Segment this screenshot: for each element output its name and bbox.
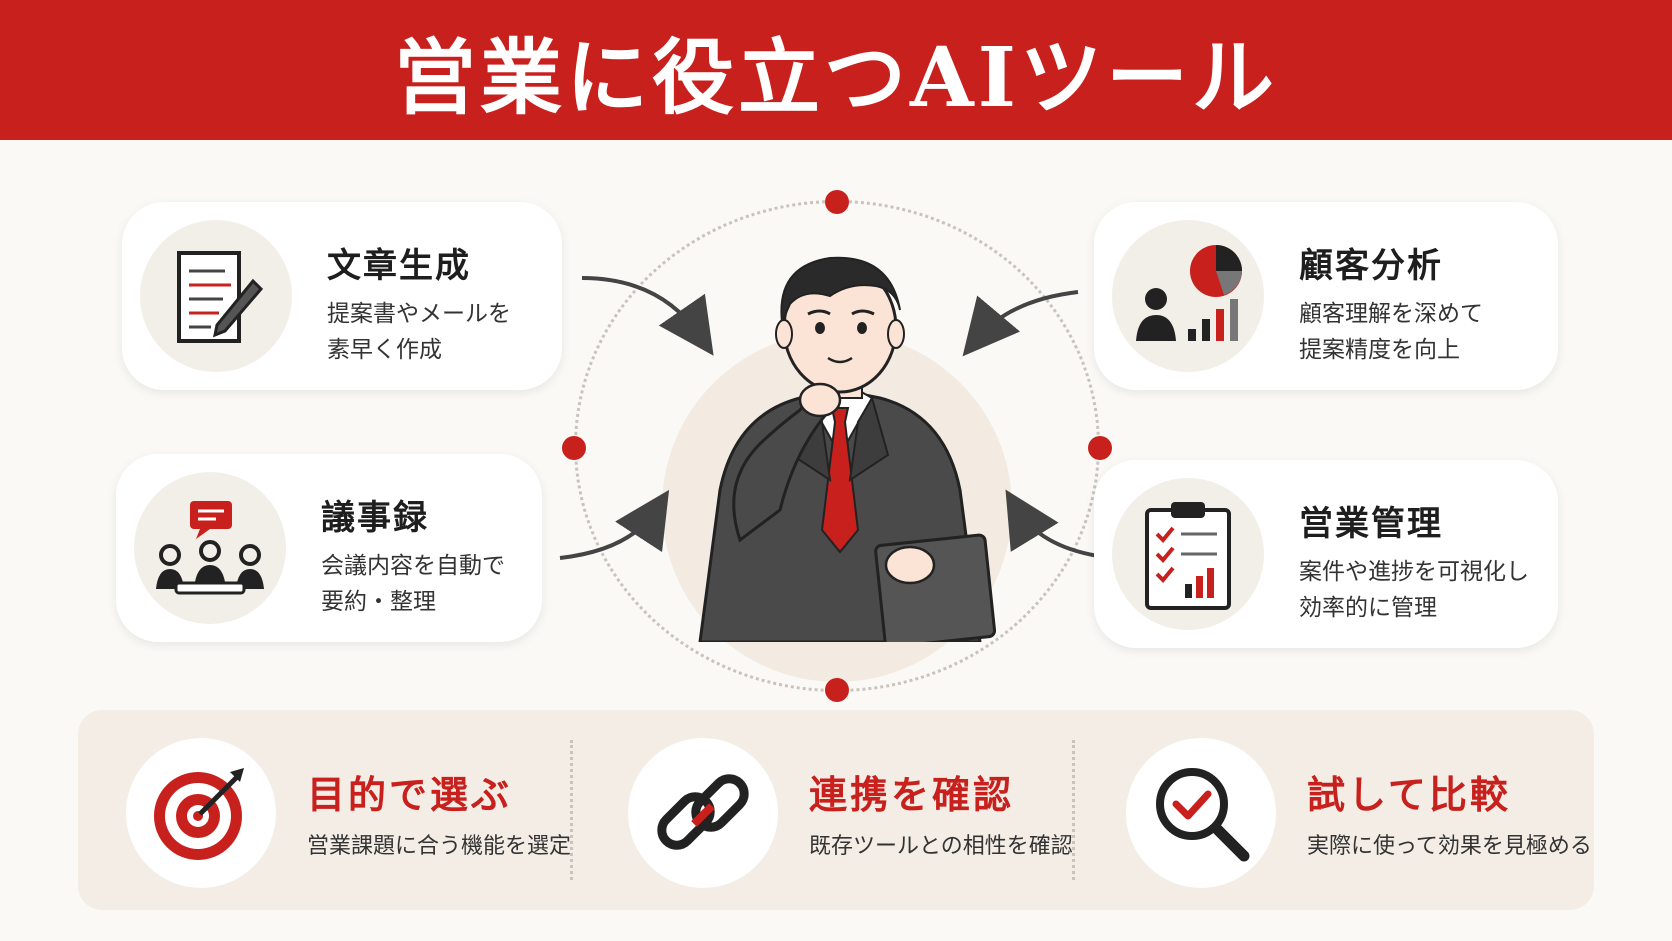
tip-icon-circle xyxy=(1126,738,1276,888)
header-banner: 営業に役立つAIツール xyxy=(0,0,1672,140)
meeting-icon xyxy=(156,501,264,595)
chain-link-icon xyxy=(657,774,749,850)
tip-icon-circle xyxy=(628,738,778,888)
tip-divider xyxy=(570,740,573,880)
tool-desc: 案件や進捗を可視化し 効率的に管理 xyxy=(1299,554,1549,626)
tip-integration: 連携を確認 既存ツールとの相性を確認 xyxy=(604,710,1073,910)
icon-circle xyxy=(140,220,292,372)
tool-desc-line: 会議内容を自動で xyxy=(321,553,505,579)
tip-title: 目的で選ぶ xyxy=(307,772,513,817)
tip-desc: 実際に使って効果を見極める xyxy=(1307,834,1592,859)
tool-desc-line: 素早く作成 xyxy=(327,337,442,363)
tip-desc: 既存ツールとの相性を確認 xyxy=(809,834,1073,859)
arrow-management xyxy=(1005,489,1099,558)
tool-card-writing[interactable]: 文章生成 提案書やメールを 素早く作成 xyxy=(122,202,562,390)
tool-desc-line: 案件や進捗を可視化し xyxy=(1299,559,1529,585)
tool-desc-line: 提案書やメールを xyxy=(327,301,511,327)
tool-desc: 提案書やメールを 素早く作成 xyxy=(327,296,547,368)
tool-desc-line: 効率的に管理 xyxy=(1299,595,1437,621)
tips-panel: 目的で選ぶ 営業課題に合う機能を選定 連携を確認 既存ツールとの相性を確認 試し… xyxy=(78,710,1594,910)
ring-dot-right xyxy=(1088,436,1112,460)
tool-card-analysis[interactable]: 顧客分析 顧客理解を深めて 提案精度を向上 xyxy=(1094,202,1558,390)
tool-title: 顧客分析 xyxy=(1299,246,1443,286)
customer-chart-icon xyxy=(1136,245,1242,341)
clipboard-checklist-icon xyxy=(1145,502,1231,610)
tool-title: 議事録 xyxy=(321,498,429,538)
tip-desc: 営業課題に合う機能を選定 xyxy=(307,834,572,859)
tip-purpose: 目的で選ぶ 営業課題に合う機能を選定 xyxy=(102,710,571,910)
icon-circle xyxy=(1112,220,1264,372)
tool-desc-line: 要約・整理 xyxy=(321,589,436,615)
tool-card-minutes[interactable]: 議事録 会議内容を自動で 要約・整理 xyxy=(116,454,542,642)
tip-divider xyxy=(1072,740,1075,880)
magnifier-check-icon xyxy=(1156,768,1250,862)
tool-desc: 顧客理解を深めて 提案精度を向上 xyxy=(1299,296,1519,368)
tip-title: 連携を確認 xyxy=(809,772,1015,817)
arrow-writing xyxy=(581,276,714,356)
tip-trial: 試して比較 実際に使って効果を見極める xyxy=(1102,710,1592,910)
tool-desc-line: 顧客理解を深めて xyxy=(1299,301,1483,327)
ring-dot-bottom xyxy=(825,678,849,702)
target-icon xyxy=(154,768,244,860)
ring-dot-left xyxy=(562,436,586,460)
icon-circle xyxy=(1112,478,1264,630)
tool-title: 文章生成 xyxy=(327,246,471,286)
document-pen-icon xyxy=(177,251,264,343)
tool-card-management[interactable]: 営業管理 案件や進捗を可視化し 効率的に管理 xyxy=(1094,460,1558,648)
tip-icon-circle xyxy=(126,738,276,888)
ring-dot-top xyxy=(825,190,849,214)
tip-title: 試して比較 xyxy=(1307,772,1511,817)
businessman-thinking-icon xyxy=(698,256,997,642)
page-title: 営業に役立つAIツール xyxy=(394,29,1278,126)
arrow-minutes xyxy=(559,489,670,560)
tool-desc: 会議内容を自動で 要約・整理 xyxy=(321,548,541,620)
arrow-analysis xyxy=(962,290,1079,357)
tool-desc-line: 提案精度を向上 xyxy=(1299,337,1460,363)
tool-title: 営業管理 xyxy=(1299,504,1443,544)
icon-circle xyxy=(134,472,286,624)
